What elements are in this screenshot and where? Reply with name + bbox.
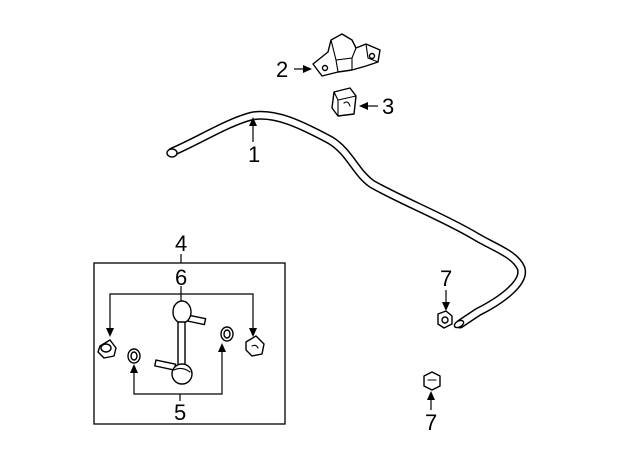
leader-7-lower — [427, 391, 435, 410]
callout-6: 6 — [175, 265, 187, 290]
leader-3 — [359, 102, 378, 110]
leader-7-upper — [442, 290, 450, 311]
stabilizer-bracket[interactable] — [312, 33, 381, 77]
stabilizer-bar[interactable] — [166, 110, 527, 329]
link-kit-frame — [93, 262, 286, 425]
stabilizer-bushing[interactable] — [331, 87, 357, 117]
callout-7-upper: 7 — [440, 266, 452, 291]
leader-2 — [294, 65, 312, 73]
leader-1 — [249, 117, 257, 142]
callout-3: 3 — [382, 94, 394, 119]
nut-lower[interactable] — [423, 371, 441, 391]
washer-right[interactable] — [220, 326, 234, 342]
link-bushing-right[interactable] — [245, 335, 265, 357]
callout-2: 2 — [276, 57, 288, 82]
callout-1: 1 — [248, 142, 260, 167]
callout-7-lower: 7 — [425, 410, 437, 435]
link-bushing-left[interactable] — [97, 339, 117, 359]
callout-5: 5 — [174, 400, 186, 425]
stabilizer-link[interactable] — [154, 300, 207, 385]
nut-upper[interactable] — [437, 310, 453, 329]
washer-left[interactable] — [127, 348, 141, 364]
callout-4: 4 — [175, 231, 187, 256]
leader-5 — [130, 343, 226, 401]
leader-6 — [106, 286, 257, 337]
